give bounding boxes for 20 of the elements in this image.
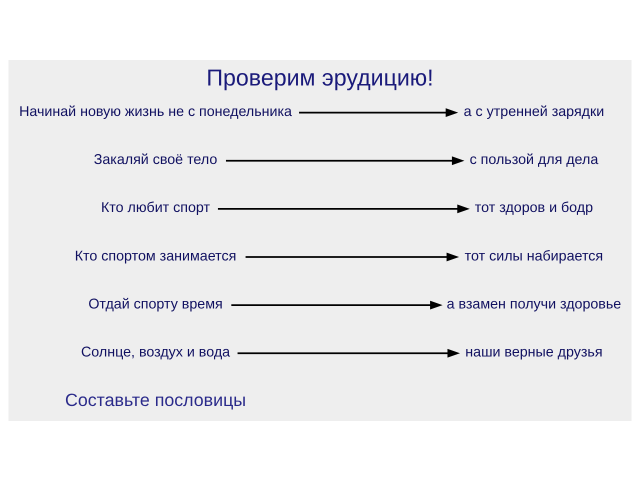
node-text: а с утренней зарядки (464, 103, 604, 120)
node-text: Кто спортом занимается (74, 248, 236, 264)
arrow (231, 300, 443, 309)
node-text: Отдай спорту время (88, 296, 223, 312)
node-text: Кто любит спорт (101, 200, 210, 216)
node-text: наши верные друзья (465, 344, 603, 360)
node-text: Начинай новую жизнь не с понедельника (19, 103, 292, 120)
node-text: а взамен получи здоровье (446, 296, 622, 312)
arrow (238, 348, 460, 358)
label: Составьте пословицы (65, 389, 246, 410)
arrow (246, 252, 460, 261)
diagram-title: Проверим эрудицию! (206, 64, 434, 90)
node-text: тот здоров и бодр (474, 200, 594, 216)
node-text: тот силы набирается (464, 248, 604, 264)
node-text: с пользой для дела (470, 152, 598, 168)
node-text: Солнце, воздух и вода (81, 344, 230, 360)
arrow (218, 204, 470, 213)
arrow (299, 108, 458, 116)
arrow (226, 156, 464, 165)
node-text: Закаляй своё тело (94, 152, 218, 168)
